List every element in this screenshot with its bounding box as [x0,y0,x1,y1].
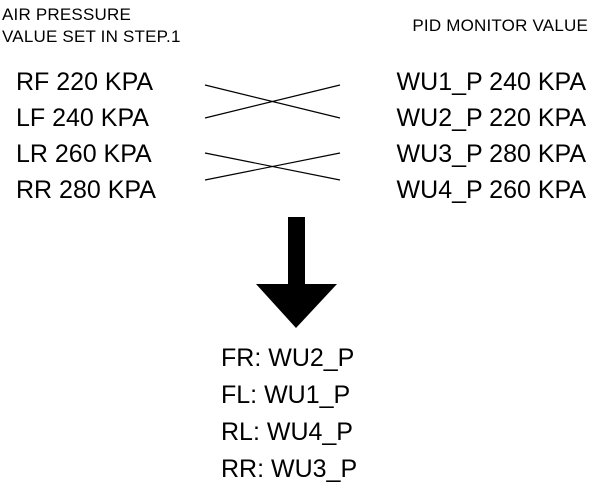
pid-monitor-wu2: WU2_P 220 KPA [396,104,586,132]
pid-monitor-list: WU1_P 240 KPA WU2_P 220 KPA WU3_P 280 KP… [397,64,586,208]
result-rl: RL: WU4_P [221,418,353,446]
connector-lr-to-wu4 [204,152,341,181]
pid-monitor-wu4: WU4_P 260 KPA [396,176,586,204]
air-pressure-lf: LF 240 KPA [16,104,149,132]
air-pressure-rr: RR 280 KPA [16,176,156,204]
result-rr: RR: WU3_P [221,455,358,483]
pid-monitor-wu1: WU1_P 240 KPA [396,68,586,96]
pid-monitor-header: PID MONITOR VALUE [412,16,588,35]
air-pressure-list: RF 220 KPA LF 240 KPA LR 260 KPA RR 280 … [16,64,156,208]
pid-monitor-wu3: WU3_P 280 KPA [396,140,586,168]
result-fr: FR: WU2_P [221,344,355,372]
air-pressure-lr: LR 260 KPA [16,140,152,168]
air-pressure-rf: RF 220 KPA [16,68,154,96]
result-fl: FL: WU1_P [221,381,351,409]
result-mapping-list: FR: WU2_P FL: WU1_P RL: WU4_P RR: WU3_P [221,340,357,488]
connector-rf-to-wu2 [204,84,341,119]
air-pressure-header: AIR PRESSURE VALUE SET IN STEP.1 [2,4,181,48]
air-pressure-header-line2: VALUE SET IN STEP.1 [2,27,181,46]
air-pressure-header-line1: AIR PRESSURE [2,5,131,24]
